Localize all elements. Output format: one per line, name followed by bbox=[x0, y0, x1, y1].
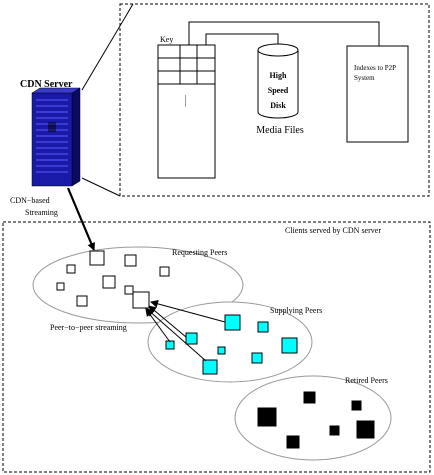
key-ellipsis: ...... bbox=[183, 95, 192, 107]
callout-line-top bbox=[81, 3, 134, 91]
retired-peer bbox=[286, 435, 300, 449]
supplying-peers bbox=[165, 314, 298, 375]
retired-peers-group bbox=[234, 375, 392, 461]
supplying-peer bbox=[257, 321, 269, 333]
callout-line-bottom bbox=[81, 177, 121, 197]
requesting-peers-label: Requesting Peers bbox=[172, 248, 227, 257]
clients-title: Clients served by CDN server bbox=[285, 226, 381, 235]
disk-label-disk: Disk bbox=[270, 101, 286, 110]
requesting-peer bbox=[124, 285, 134, 295]
supplying-peer bbox=[281, 337, 298, 354]
requesting-peer bbox=[102, 275, 116, 289]
key-connectors bbox=[188, 21, 380, 46]
supplying-peer bbox=[165, 340, 175, 350]
retired-peers bbox=[257, 391, 375, 449]
supplying-peer bbox=[217, 346, 226, 355]
cdn-streaming-arrow bbox=[66, 187, 96, 251]
cdn-streaming-label-line1: CDN−based bbox=[10, 196, 50, 205]
clients-box bbox=[2, 221, 431, 473]
supplying-peers-label: Supplying Peers bbox=[270, 306, 322, 315]
storage-box bbox=[119, 3, 430, 197]
key-table bbox=[157, 44, 216, 179]
p2p-streaming-arrows bbox=[145, 299, 226, 362]
cdn-streaming-label-line2: Streaming bbox=[25, 208, 58, 217]
supplying-peer bbox=[202, 359, 218, 375]
requesting-peer bbox=[66, 264, 76, 274]
p2p-index-label-line1: Indexes to P2P bbox=[354, 64, 396, 72]
media-files-label: Media Files bbox=[256, 125, 304, 136]
requesting-peer bbox=[89, 250, 105, 266]
requesting-peer bbox=[159, 266, 170, 277]
disk-icon bbox=[257, 43, 299, 119]
retired-peer bbox=[257, 407, 277, 427]
retired-peer bbox=[351, 400, 362, 411]
supplying-peer bbox=[251, 352, 263, 364]
supplying-peer bbox=[224, 314, 241, 331]
supplying-peers-group bbox=[147, 301, 313, 383]
retired-peer bbox=[303, 391, 316, 404]
requesting-peer bbox=[56, 282, 65, 291]
requesting-peer bbox=[76, 295, 88, 307]
cdn-server-icon bbox=[31, 87, 81, 187]
p2p-index-label-line2: System bbox=[354, 74, 375, 82]
p2p-streaming-label: Peer−to−peer streaming bbox=[50, 323, 127, 332]
retired-peers-label: Retired Peers bbox=[345, 376, 388, 385]
p2p-index-box bbox=[346, 45, 409, 143]
requesting-peers bbox=[56, 250, 170, 309]
requesting-peer bbox=[124, 254, 137, 267]
retired-peer bbox=[356, 420, 375, 439]
key-label: Key bbox=[160, 35, 173, 44]
retired-peer bbox=[329, 425, 340, 436]
disk-label-high: High bbox=[270, 71, 287, 80]
requesting-peer bbox=[132, 291, 150, 309]
disk-label-speed: Speed bbox=[268, 86, 289, 95]
cdn-server-title: CDN Server bbox=[20, 79, 73, 90]
supplying-peer bbox=[185, 332, 198, 345]
